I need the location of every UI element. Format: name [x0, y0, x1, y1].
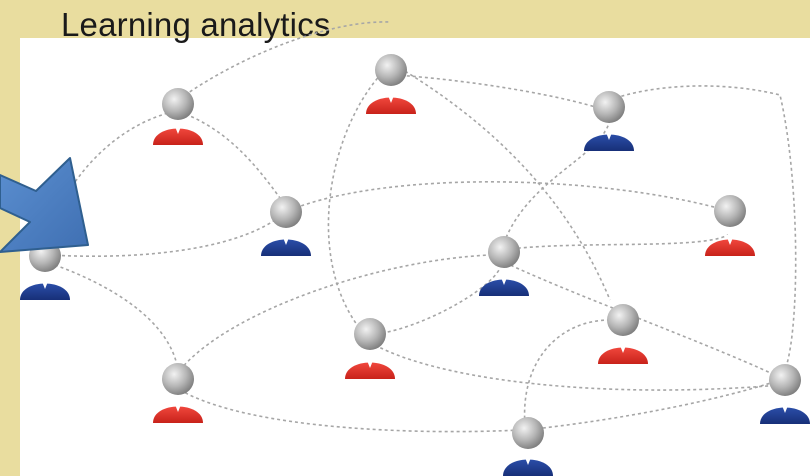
person-red-2: [366, 54, 416, 114]
person-red-3: [705, 195, 755, 256]
person-red-5: [598, 304, 648, 364]
person-red-4: [345, 318, 395, 379]
person-blue-4: [479, 236, 529, 296]
person-blue-1: [584, 91, 634, 151]
person-blue-2: [261, 196, 311, 256]
person-blue-6: [503, 417, 553, 476]
person-blue-5: [760, 364, 810, 424]
pointer-arrow-icon: [0, 157, 89, 253]
person-red-6: [153, 363, 203, 423]
network-connections: [44, 21, 797, 433]
slide-title: Learning analytics: [61, 6, 331, 43]
person-red-1: [153, 88, 203, 145]
